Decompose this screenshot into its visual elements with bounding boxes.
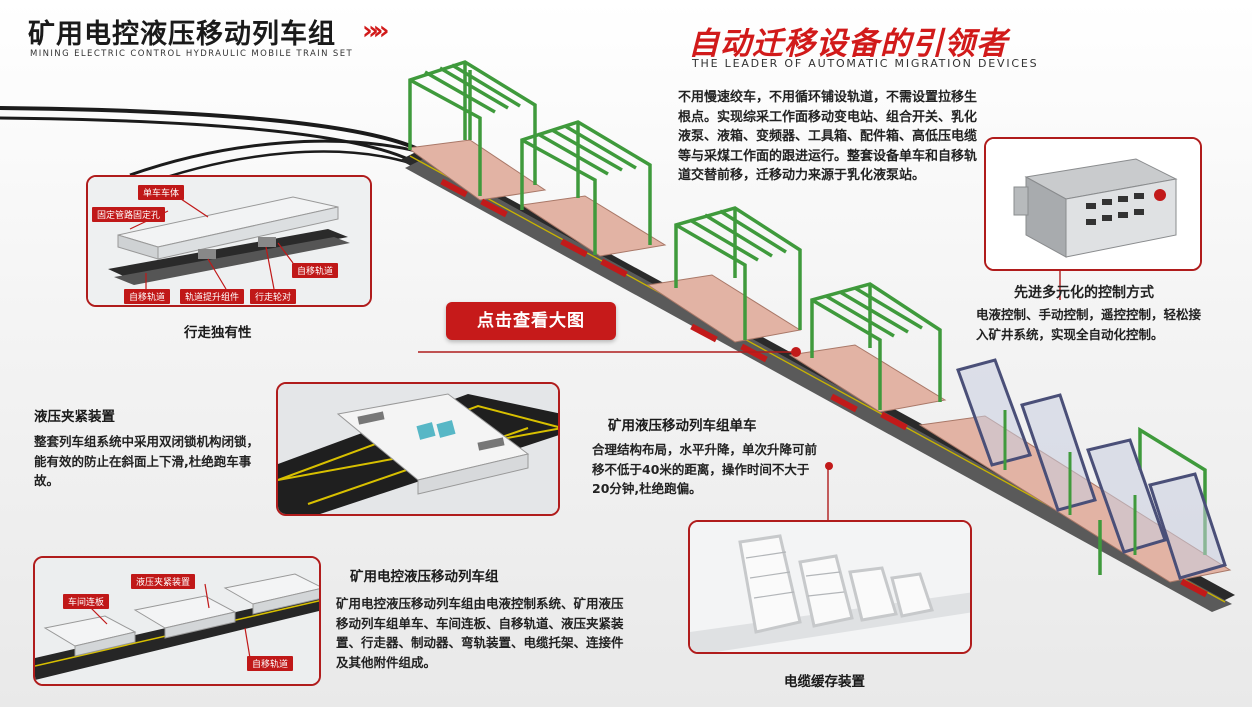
- tag-wheel: 行走轮对: [250, 289, 297, 304]
- intro-text: 不用慢速绞车，不用循环铺设轨道，不需设置拉移生根点。实现综采工作面移动变电站、组…: [678, 90, 978, 183]
- walking-panel[interactable]: 单车车体 固定管路固定孔 自移轨道 自移轨道 轨道提升组件 行走轮对: [86, 175, 372, 307]
- tag-train-track: 自移轨道: [247, 656, 294, 671]
- page-title: 矿用电控液压移动列车组: [28, 19, 336, 50]
- view-large-image-button[interactable]: 点击查看大图: [446, 302, 616, 340]
- clamp-text: 整套列车组系统中采用双闭锁机构闭锁，能有效的防止在斜面上下滑,杜绝跑车事故。: [34, 434, 260, 488]
- control-title: 先进多元化的控制方式: [1014, 285, 1154, 301]
- walking-caption: 行走独有性: [184, 325, 252, 341]
- train-set-title: 矿用电控液压移动列车组: [350, 569, 499, 585]
- cable-buffer-caption: 电缆缓存装置: [784, 674, 865, 690]
- tag-car-body: 单车车体: [138, 185, 185, 200]
- tag-lift: 轨道提升组件: [180, 289, 245, 304]
- tag-track-right: 自移轨道: [292, 263, 339, 278]
- single-car-title: 矿用液压移动列车组单车: [608, 418, 757, 434]
- clamp-title: 液压夹紧装置: [34, 409, 115, 425]
- tag-fix-hole: 固定管路固定孔: [92, 207, 166, 222]
- tag-train-link: 车间连板: [63, 594, 110, 609]
- single-car-text: 合理结构布局，水平升降，单次升降可前移不低于40米的距离，操作时间不大于20分钟…: [592, 442, 818, 496]
- cable-buffer-panel[interactable]: [688, 520, 972, 654]
- control-text: 电液控制、手动控制，遥控控制，轻松接入矿井系统，实现全自动化控制。: [976, 307, 1202, 342]
- control-box-panel[interactable]: [984, 137, 1202, 271]
- walking-car-image: [88, 177, 370, 305]
- slogan: 自动迁移设备的引领者: [688, 26, 1008, 62]
- tag-track-left: 自移轨道: [124, 289, 171, 304]
- clamp-panel[interactable]: [276, 382, 560, 516]
- title-arrow-icon: »»: [362, 16, 389, 46]
- page-subtitle: MINING ELECTRIC CONTROL HYDRAULIC MOBILE…: [30, 49, 354, 59]
- train-set-panel[interactable]: 液压夹紧装置 车间连板 自移轨道: [33, 556, 321, 686]
- slogan-subtitle: THE LEADER OF AUTOMATIC MIGRATION DEVICE…: [692, 57, 1039, 70]
- clamp-image: [278, 384, 558, 514]
- cable-buffer-image: [690, 522, 970, 652]
- tag-train-clamp: 液压夹紧装置: [131, 574, 196, 589]
- train-set-text: 矿用电控液压移动列车组由电液控制系统、矿用液压移动列车组单车、车间连板、自移轨道…: [336, 596, 624, 670]
- control-box-image: [986, 139, 1200, 269]
